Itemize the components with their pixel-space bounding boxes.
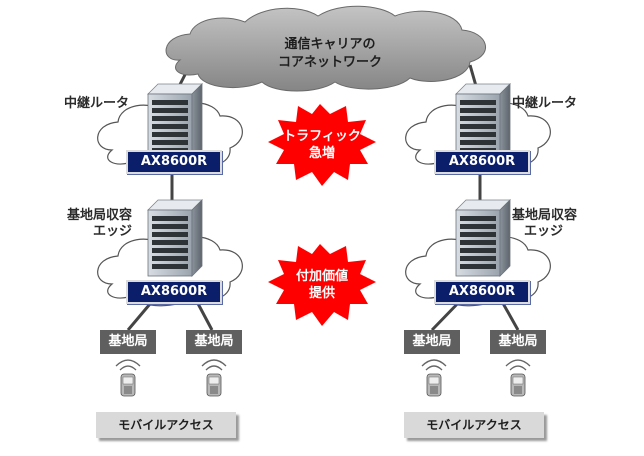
edge-label-left-line1: 基地局収容	[66, 208, 132, 223]
value-burst-icon	[268, 244, 376, 326]
mobile-phone-icon-1	[120, 373, 136, 397]
signal-icon-1	[115, 359, 141, 371]
edge-server-right	[455, 199, 511, 277]
base-station-1: 基地局	[100, 330, 156, 354]
traffic-burst-icon	[268, 104, 376, 186]
base-station-2: 基地局	[186, 330, 242, 354]
edge-label-left-line2: エッジ	[92, 224, 132, 239]
traffic-burst-line2: 急増	[308, 146, 335, 161]
core-network-cloud	[165, 5, 487, 92]
relay-device-right: AX8600R	[434, 150, 530, 174]
core-network-line2: コアネットワーク	[277, 55, 382, 70]
base-station-3: 基地局	[404, 330, 460, 354]
core-network-line1: 通信キャリアの	[284, 37, 376, 52]
value-burst-line2: 提供	[308, 286, 335, 301]
mobile-phone-icon-4	[510, 373, 526, 397]
relay-label-right: 中継ルータ	[512, 96, 578, 111]
base-station-4: 基地局	[490, 330, 546, 354]
mobile-phone-icon-2	[206, 373, 222, 397]
signal-icon-2	[201, 359, 227, 371]
mobile-access-right: モバイルアクセス	[404, 412, 544, 438]
relay-device-left: AX8600R	[126, 150, 222, 174]
relay-server-right	[455, 83, 511, 161]
edge-device-right: AX8600R	[434, 280, 530, 304]
edge-label-right-line1: 基地局収容	[512, 208, 578, 223]
mobile-phone-icon-3	[426, 373, 442, 397]
value-burst-line1: 付加価値	[295, 269, 348, 284]
traffic-burst-line1: トラフィック	[283, 129, 361, 144]
signal-icon-4	[505, 359, 531, 371]
edge-server-left	[147, 199, 203, 277]
mobile-access-left: モバイルアクセス	[96, 412, 236, 438]
relay-server-left	[147, 83, 203, 161]
edge-label-right-line2: エッジ	[524, 224, 564, 239]
relay-label-left: 中継ルータ	[64, 96, 130, 111]
edge-device-left: AX8600R	[126, 280, 222, 304]
signal-icon-3	[421, 359, 447, 371]
